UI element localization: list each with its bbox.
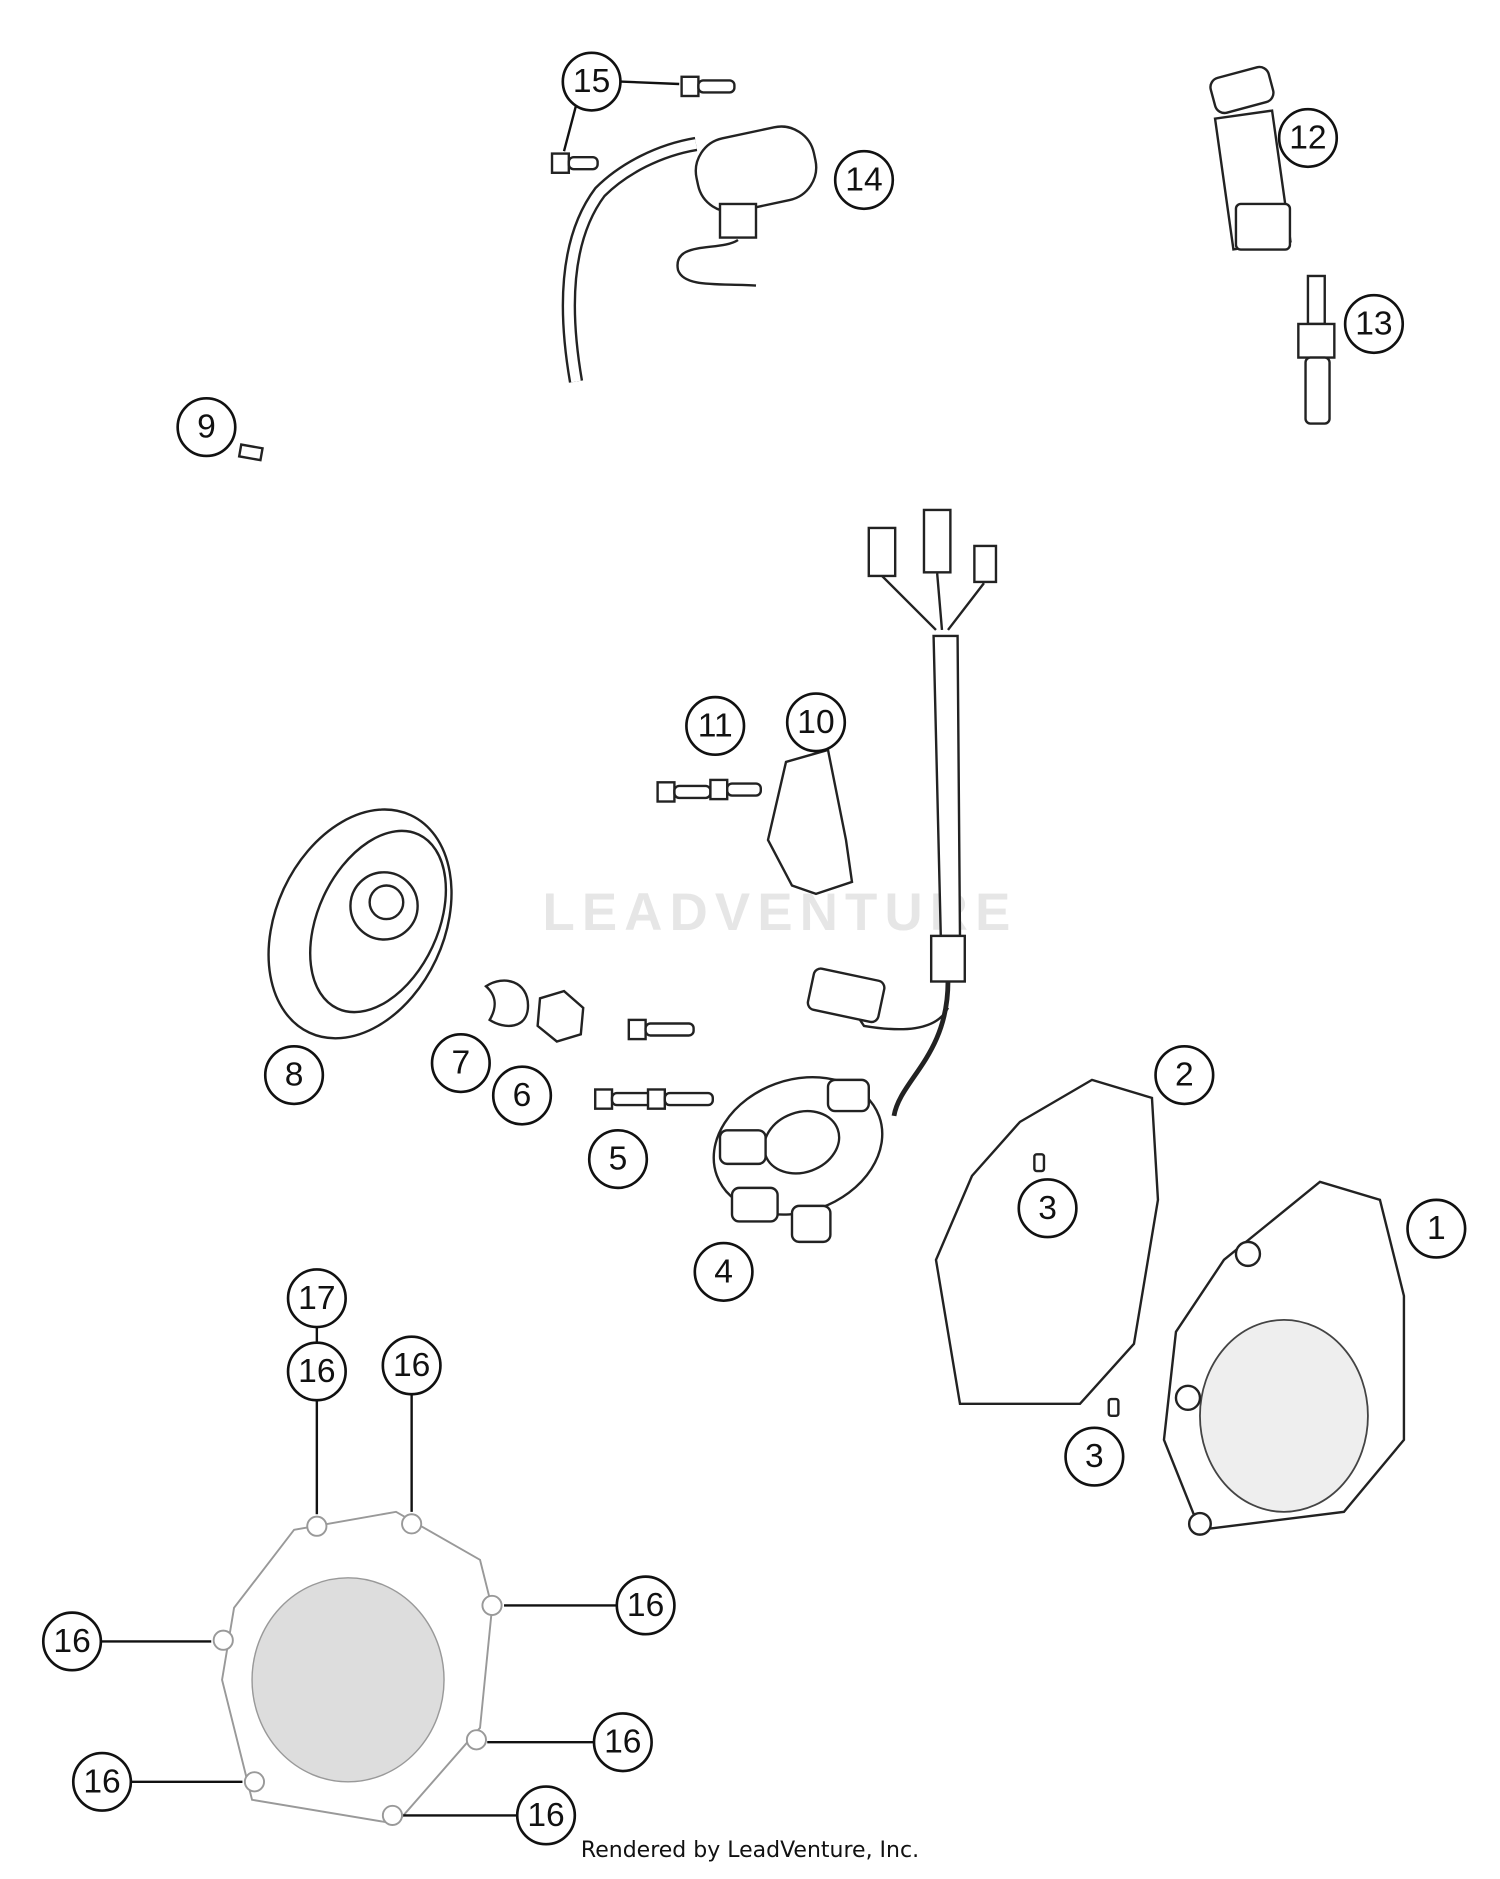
leader-lines bbox=[100, 80, 680, 1817]
callout-13: 13 bbox=[1343, 293, 1405, 355]
callout-5: 5 bbox=[587, 1128, 649, 1190]
callout-circle bbox=[1406, 1198, 1467, 1259]
callout-15: 15 bbox=[561, 51, 622, 112]
callout-2: 2 bbox=[1154, 1044, 1215, 1106]
nut bbox=[536, 989, 585, 1043]
bolts-11 bbox=[656, 778, 762, 803]
callout-circle bbox=[1064, 1426, 1125, 1487]
callout-3: 3 bbox=[1064, 1426, 1125, 1487]
callout-circle bbox=[587, 1128, 649, 1190]
callout-16: 16 bbox=[41, 1611, 103, 1672]
wiring-harness bbox=[806, 508, 998, 1117]
callout-circle bbox=[1343, 293, 1405, 355]
callout-label: 5 bbox=[609, 1141, 628, 1178]
callout-circle bbox=[693, 1241, 754, 1302]
dowel-pin bbox=[1033, 1153, 1046, 1173]
callout-circle bbox=[1154, 1044, 1215, 1106]
flywheel bbox=[267, 808, 453, 1040]
callouts: 15 14 12 13 11 10 9 8 7 6 5 4 2 3 3 1 17 16 16 16 16 16 16 16 bbox=[41, 51, 1467, 1846]
callout-7: 7 bbox=[430, 1032, 491, 1094]
callout-16: 16 bbox=[381, 1335, 442, 1396]
callout-label: 9 bbox=[197, 409, 216, 446]
callout-label: 3 bbox=[1085, 1438, 1104, 1475]
callout-circle bbox=[561, 51, 622, 112]
callout-circle bbox=[286, 1268, 347, 1329]
callout-label: 13 bbox=[1355, 305, 1392, 342]
spark-plug-cap bbox=[1209, 65, 1292, 251]
callout-4: 4 bbox=[693, 1241, 754, 1302]
callout-circle bbox=[833, 149, 895, 211]
callout-label: 7 bbox=[451, 1045, 470, 1082]
callout-circle bbox=[41, 1611, 103, 1672]
callout-label: 16 bbox=[53, 1623, 90, 1660]
callout-9: 9 bbox=[176, 397, 237, 458]
stator bbox=[712, 1075, 884, 1244]
callout-label: 8 bbox=[285, 1057, 304, 1094]
callout-14: 14 bbox=[833, 149, 895, 211]
callout-3: 3 bbox=[1017, 1178, 1078, 1239]
callout-label: 4 bbox=[714, 1253, 733, 1290]
callout-circle bbox=[515, 1785, 577, 1846]
callout-16: 16 bbox=[286, 1341, 347, 1402]
callout-label: 14 bbox=[845, 161, 882, 198]
callout-label: 11 bbox=[698, 707, 733, 744]
callout-circle bbox=[71, 1751, 133, 1812]
callout-circle bbox=[785, 692, 847, 753]
callout-circle bbox=[263, 1044, 325, 1106]
gasket bbox=[934, 1078, 1160, 1406]
callout-16: 16 bbox=[71, 1751, 133, 1812]
callout-6: 6 bbox=[491, 1065, 553, 1126]
callout-1: 1 bbox=[1406, 1198, 1467, 1259]
callout-16: 16 bbox=[615, 1575, 676, 1636]
callout-circle bbox=[381, 1335, 442, 1396]
callout-circle bbox=[615, 1575, 676, 1636]
callout-circle bbox=[491, 1065, 553, 1126]
callout-label: 2 bbox=[1175, 1057, 1194, 1094]
callout-10: 10 bbox=[785, 692, 847, 753]
callout-label: 15 bbox=[573, 63, 610, 100]
callout-17: 17 bbox=[286, 1268, 347, 1329]
callout-label: 16 bbox=[393, 1347, 430, 1384]
callout-label: 16 bbox=[298, 1353, 335, 1390]
callout-circle bbox=[286, 1341, 347, 1402]
callout-label: 6 bbox=[513, 1077, 532, 1114]
spark-plug bbox=[1297, 274, 1336, 425]
woodruff-key bbox=[237, 443, 264, 462]
bolts-5 bbox=[594, 1018, 715, 1110]
callout-11: 11 bbox=[685, 695, 746, 757]
callout-label: 16 bbox=[627, 1587, 664, 1624]
callout-label: 16 bbox=[83, 1763, 120, 1800]
callout-12: 12 bbox=[1277, 107, 1339, 169]
callout-label: 1 bbox=[1427, 1210, 1446, 1247]
bolt-15 bbox=[550, 75, 736, 174]
callout-circle bbox=[1277, 107, 1339, 169]
washer bbox=[484, 979, 530, 1027]
callout-label: 17 bbox=[298, 1280, 335, 1317]
callout-label: 3 bbox=[1038, 1190, 1057, 1227]
callout-circle bbox=[592, 1712, 653, 1773]
callout-label: 10 bbox=[797, 704, 834, 741]
ignition-coil bbox=[561, 125, 818, 383]
ignition-cover-ghost bbox=[212, 1510, 503, 1826]
callout-8: 8 bbox=[263, 1044, 325, 1106]
dowel-pin bbox=[1107, 1397, 1120, 1418]
callout-circle bbox=[176, 397, 237, 458]
watermark: LEADVENTURE bbox=[542, 883, 1017, 942]
callout-circle bbox=[685, 695, 746, 757]
callout-circle bbox=[430, 1032, 491, 1094]
callout-circle bbox=[1017, 1178, 1078, 1239]
callout-16: 16 bbox=[592, 1712, 653, 1773]
footer-credit: Rendered by LeadVenture, Inc. bbox=[580, 1838, 920, 1863]
callout-label: 16 bbox=[604, 1724, 641, 1761]
ignition-cover bbox=[1162, 1180, 1406, 1536]
callout-label: 16 bbox=[527, 1797, 564, 1834]
callout-label: 12 bbox=[1289, 119, 1326, 156]
callout-16: 16 bbox=[515, 1785, 577, 1846]
bracket-10 bbox=[766, 748, 854, 896]
